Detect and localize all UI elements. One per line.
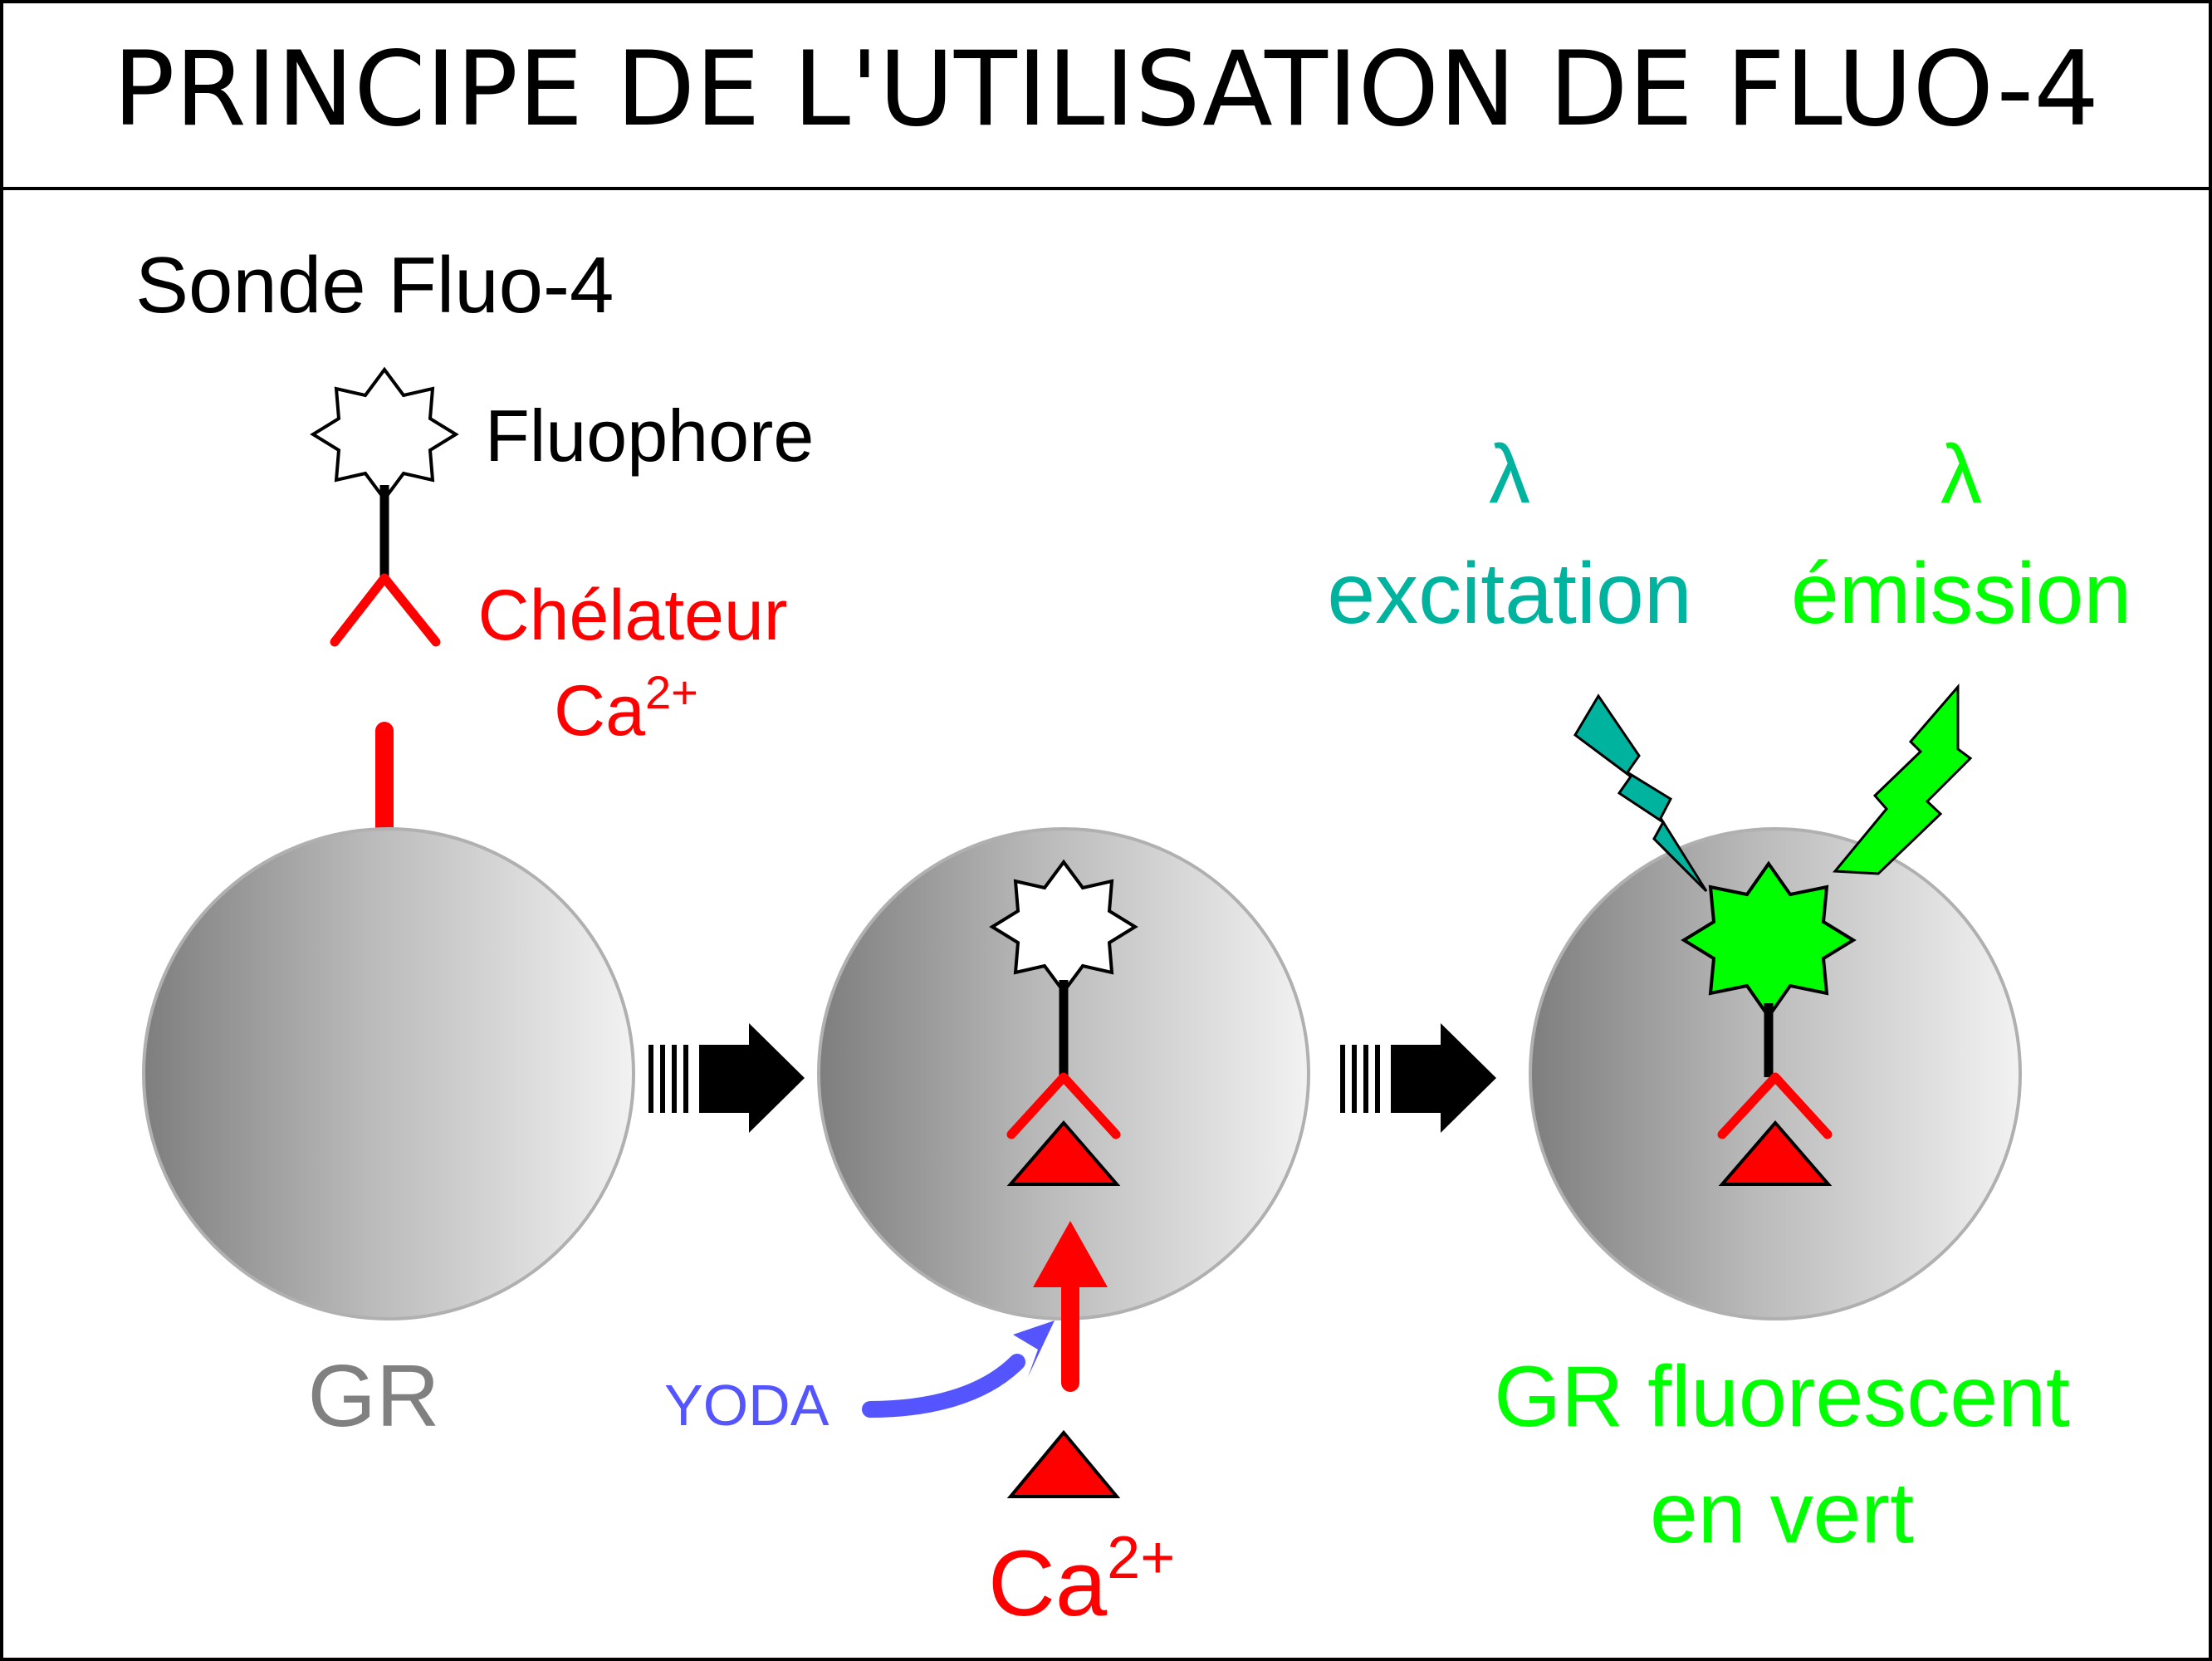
excitation-label: excitation	[1327, 546, 1691, 642]
ca-charge: 2+	[645, 666, 698, 718]
chelator-icon	[1717, 1072, 1833, 1139]
ca-charge: 2+	[1107, 1525, 1175, 1591]
cell-2-probe	[989, 859, 1138, 1186]
emission-lightning-icon	[1832, 683, 1973, 875]
yoda-label: YODA	[664, 1373, 830, 1438]
probe-molecule	[310, 366, 459, 647]
fluorescent-label-line2: en vert	[1650, 1465, 1914, 1561]
yoda-arrow	[862, 1320, 1055, 1418]
diagram-title: PRINCIPE DE L'UTILISATION DE FLUO-4	[113, 30, 2099, 149]
cell-3-probe	[1681, 860, 1857, 1186]
excitation-lambda: λ	[1489, 428, 1530, 521]
probe-heading: Sonde Fluo-4	[135, 241, 614, 330]
chelator-icon	[1006, 1072, 1121, 1139]
fluophore-active-icon	[1681, 860, 1857, 1020]
excitation-lightning-icon	[1573, 693, 1708, 893]
calcium-entry-arrow	[1033, 1221, 1108, 1392]
fluophore-label: Fluophore	[485, 394, 814, 477]
emission-lambda: λ	[1940, 428, 1982, 521]
transition-arrow-2	[1340, 1023, 1496, 1133]
chelator-icon	[330, 573, 441, 647]
ca-symbol: Ca	[554, 671, 645, 751]
emission-label: émission	[1791, 546, 2131, 642]
cell-1	[142, 827, 635, 1320]
calcium-ion-bound-icon	[1718, 1120, 1833, 1186]
chelator-ca-label: Ca2+	[554, 666, 698, 751]
fluorescent-label-line1: GR fluorescent	[1494, 1349, 2070, 1445]
ca-symbol: Ca	[988, 1531, 1108, 1635]
cell-1-label: GR	[308, 1347, 440, 1445]
chelator-label: Chélateur	[478, 576, 788, 655]
calcium-ion-icon	[1006, 1429, 1121, 1498]
calcium-label: Ca2+	[988, 1525, 1175, 1635]
transition-arrow-1	[648, 1023, 805, 1133]
calcium-ion-bound-icon	[1006, 1120, 1121, 1186]
